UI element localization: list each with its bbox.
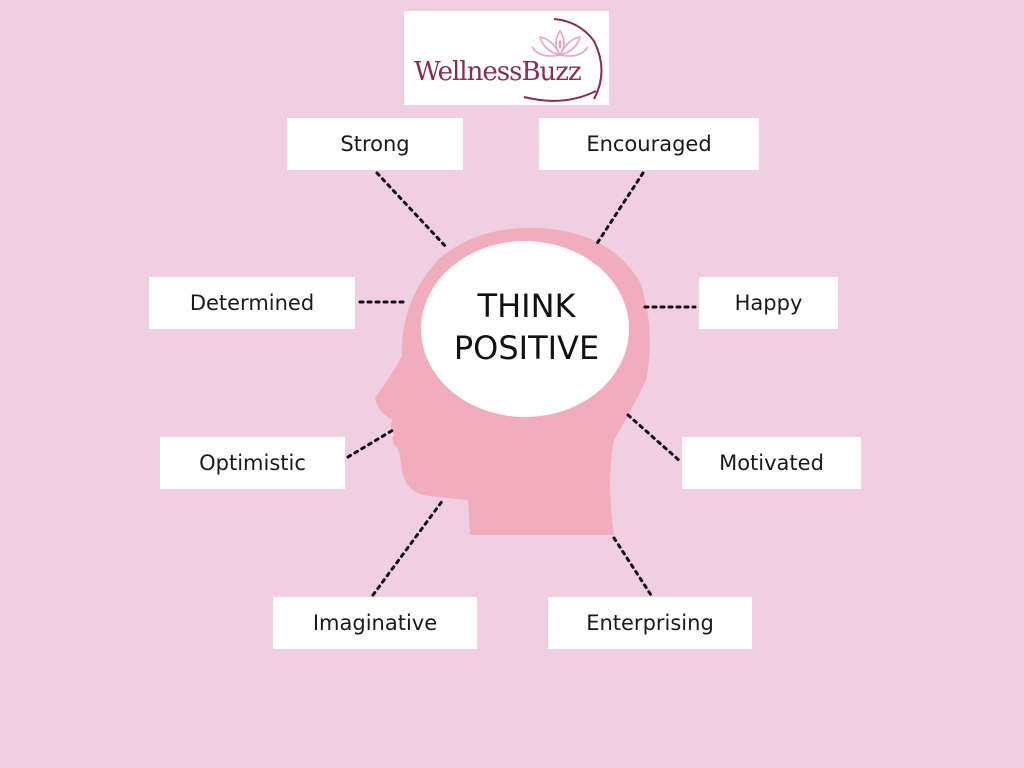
label-happy: Happy — [699, 277, 838, 329]
think-positive-title: THINK POSITIVE — [424, 285, 629, 369]
connector-strong — [375, 171, 449, 250]
label-optimistic: Optimistic — [160, 437, 345, 489]
label-motivated: Motivated — [682, 437, 861, 489]
title-line-1: THINK — [477, 287, 576, 325]
label-enterprising: Enterprising — [548, 597, 752, 649]
connector-motivated — [626, 413, 683, 464]
logo-text: WellnessBuzz — [414, 57, 582, 87]
label-encouraged: Encouraged — [539, 118, 759, 170]
lotus-icon — [523, 18, 603, 102]
label-strong: Strong — [287, 118, 463, 170]
connector-enterprising — [612, 536, 653, 597]
connector-imaginative — [371, 498, 445, 597]
title-line-2: POSITIVE — [453, 329, 600, 367]
connector-optimistic — [346, 428, 395, 459]
thought-bubble — [421, 241, 629, 417]
label-determined: Determined — [149, 277, 355, 329]
wellnessbuzz-logo: WellnessBuzz — [404, 11, 609, 105]
connector-encouraged — [594, 171, 645, 247]
label-imaginative: Imaginative — [273, 597, 477, 649]
